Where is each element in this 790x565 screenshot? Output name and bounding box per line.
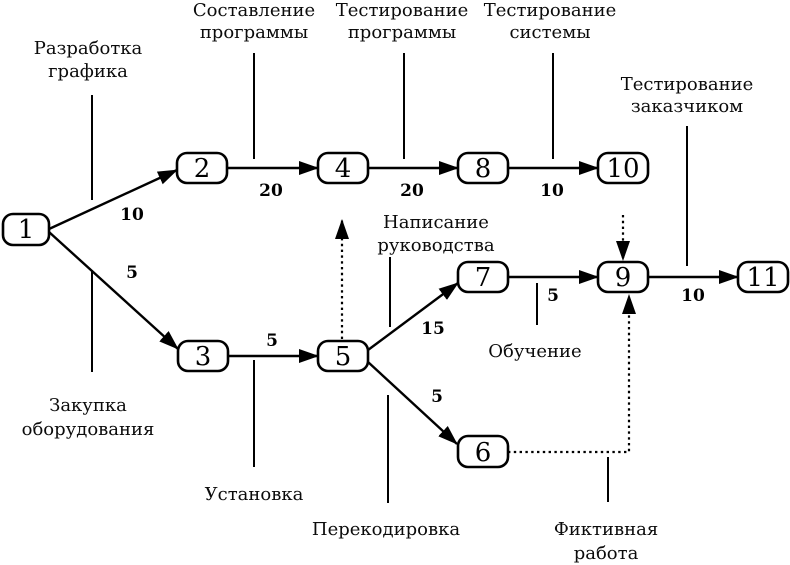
- label-customer-testing-line2: заказчиком: [631, 96, 743, 117]
- node-4-number: 4: [335, 154, 352, 184]
- node-5: 5: [316, 339, 370, 373]
- edge-weight-1-3: 5: [126, 263, 138, 283]
- node-3: 3: [176, 339, 230, 373]
- dummy-edge-6-9: [508, 294, 636, 454]
- label-dummy-work-line1: Фиктивная: [554, 519, 658, 540]
- edge-weight-5-6: 5: [431, 387, 443, 407]
- node-10-box: [596, 151, 650, 185]
- node-4: 4: [316, 151, 370, 185]
- node-11-number: 11: [746, 263, 779, 293]
- edge-weight-3-5: 5: [266, 331, 278, 351]
- node-9-box: [596, 260, 650, 294]
- node-8-number: 8: [475, 154, 492, 184]
- label-training: Обучение: [488, 341, 581, 362]
- node-6: 6: [456, 434, 510, 469]
- edge-weight-9-11: 10: [681, 286, 705, 306]
- node-8: 8: [456, 151, 510, 185]
- edge-1-2: [48, 168, 178, 231]
- edge-1-3: [48, 231, 179, 350]
- label-schedule-development-line1: Разработка: [34, 38, 143, 59]
- node-1-box: [1, 212, 51, 247]
- edge-weight-8-10: 10: [540, 181, 564, 201]
- node-2-box: [175, 151, 229, 185]
- edge-weight-7-9: 5: [547, 286, 559, 306]
- node-2: 2: [175, 151, 229, 185]
- node-7-number: 7: [475, 263, 492, 293]
- node-9: 9: [596, 260, 650, 294]
- node-7-box: [456, 260, 510, 294]
- edge-5-7: [367, 282, 459, 351]
- node-6-box: [456, 434, 510, 469]
- node-3-number: 3: [195, 342, 212, 372]
- node-5-box: [316, 339, 370, 373]
- node-1-number: 1: [18, 215, 35, 245]
- node-2-number: 2: [194, 154, 211, 184]
- node-5-number: 5: [335, 342, 352, 372]
- label-installation: Установка: [205, 484, 304, 505]
- node-8-box: [456, 151, 510, 185]
- node-3-box: [176, 339, 230, 373]
- edge-weight-1-2: 10: [120, 205, 144, 225]
- edge-weight-5-7: 15: [421, 319, 445, 339]
- node-10-number: 10: [606, 154, 639, 184]
- node-9-number: 9: [615, 263, 632, 293]
- label-customer-testing-line1: Тестирование: [621, 74, 754, 95]
- label-recoding: Перекодировка: [312, 519, 460, 540]
- label-program-compilation-line1: Составление: [193, 0, 315, 21]
- label-manual-writing-line1: Написание: [383, 212, 489, 233]
- node-11-box: [736, 260, 790, 294]
- edge-weight-2-4: 20: [259, 181, 283, 201]
- label-program-testing-line1: Тестирование: [336, 0, 469, 21]
- label-equipment-procurement-line2: оборудования: [22, 419, 155, 440]
- edge-5-6: [367, 361, 458, 445]
- label-system-testing-line2: системы: [509, 22, 590, 43]
- label-schedule-development-line2: графика: [48, 61, 128, 82]
- label-manual-writing-line2: руководства: [377, 235, 494, 256]
- label-program-compilation-line2: программы: [200, 22, 308, 43]
- node-6-number: 6: [475, 438, 492, 468]
- label-dummy-work-line2: работа: [574, 543, 639, 564]
- node-1: 1: [1, 212, 51, 247]
- label-system-testing-line1: Тестирование: [484, 0, 617, 21]
- label-program-testing-line2: программы: [348, 22, 456, 43]
- label-equipment-procurement-line1: Закупка: [49, 395, 127, 416]
- node-7: 7: [456, 260, 510, 294]
- edge-weight-4-8: 20: [400, 181, 424, 201]
- node-10: 10: [596, 151, 650, 185]
- node-11: 11: [736, 260, 790, 294]
- node-4-box: [316, 151, 370, 185]
